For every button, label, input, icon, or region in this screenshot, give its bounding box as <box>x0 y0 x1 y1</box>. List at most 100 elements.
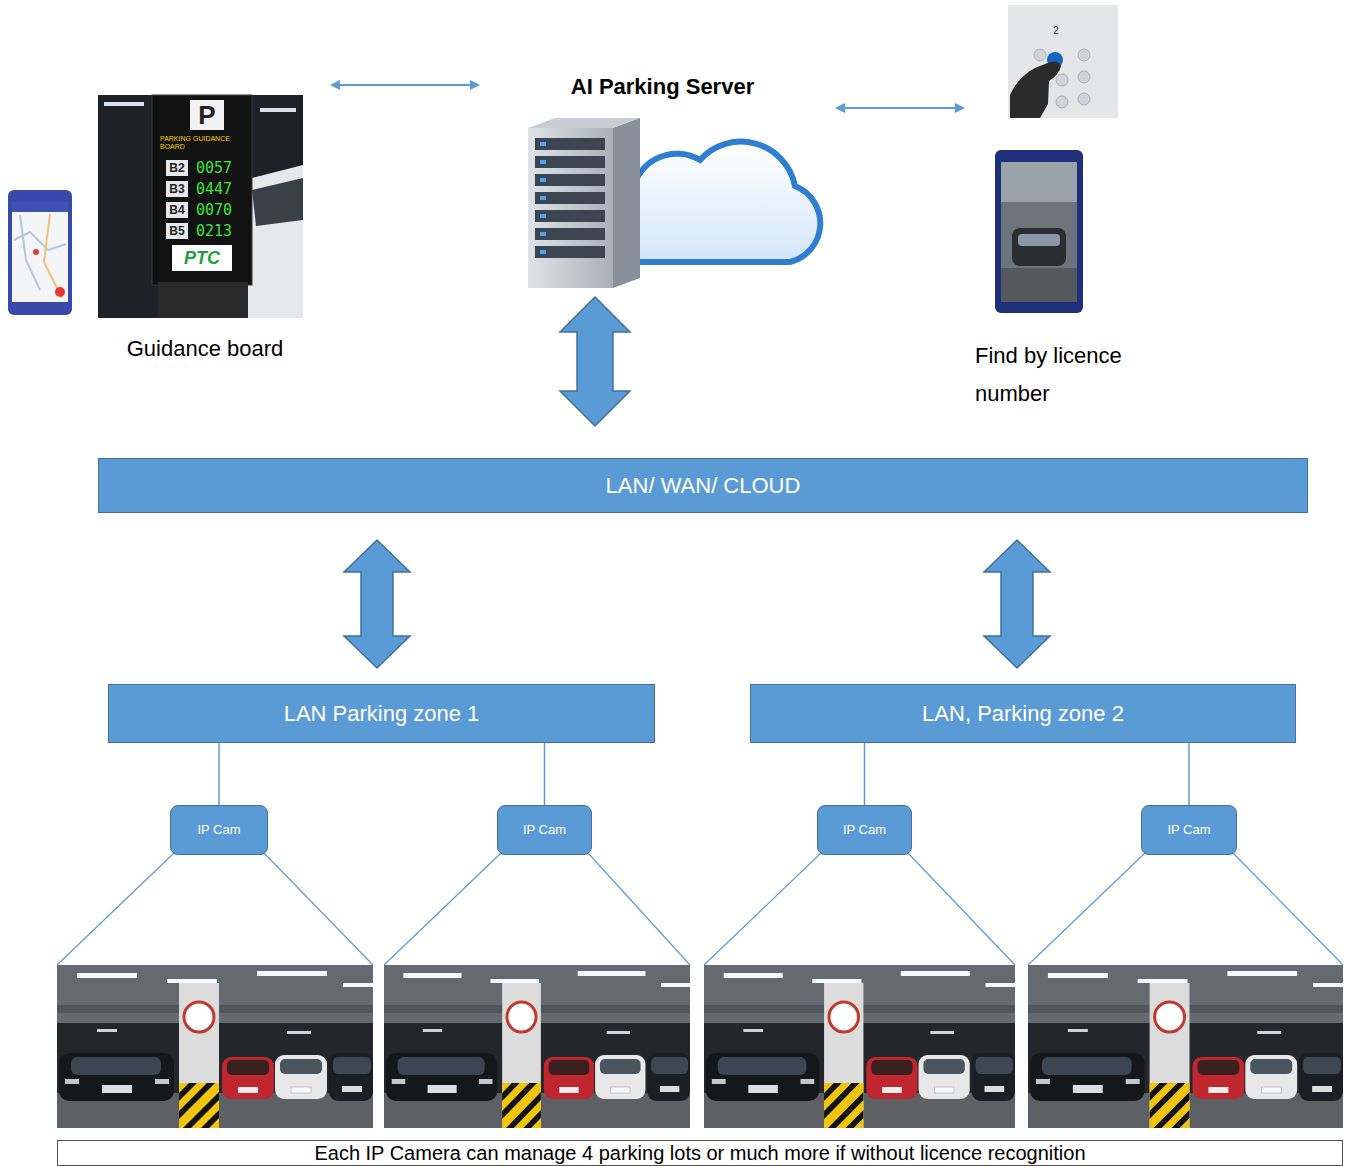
camera-view-lines <box>588 853 690 965</box>
block-arrow <box>344 540 410 668</box>
camera-box: IP Cam <box>170 805 268 855</box>
licence-search-node: Find by licence number <box>972 3 1162 418</box>
keypad-photo <box>1008 5 1118 118</box>
app-phone <box>33 249 39 255</box>
keypad-photo <box>1008 5 1118 118</box>
car-finder-phone <box>1001 268 1077 302</box>
camera-box: IP Cam <box>817 805 912 855</box>
node-label: Guidance board <box>100 336 310 362</box>
level-tag: B5 <box>166 223 188 239</box>
server-illustration <box>535 228 605 240</box>
parking-photo <box>57 965 1343 1128</box>
node-label: IP Cam <box>197 822 240 838</box>
zone-box: LAN Parking zone 1 <box>108 684 655 743</box>
level-tag: B4 <box>166 202 188 218</box>
connector-line <box>864 743 866 805</box>
app-phone <box>8 190 72 315</box>
camera-view-lines <box>57 853 1343 965</box>
server-illustration <box>540 196 546 200</box>
node-label: Each IP Camera can manage 4 parking lots… <box>314 1142 1085 1164</box>
camera-view-lines <box>1233 853 1343 965</box>
block-arrow <box>560 297 630 426</box>
car-finder-phone <box>1018 234 1060 246</box>
label-anchor: P <box>190 100 224 130</box>
server-illustration <box>535 210 605 222</box>
label-anchor: PTC <box>172 245 232 271</box>
connector <box>544 743 545 805</box>
camera-box: IP Cam <box>497 805 592 855</box>
label-anchor: B4 <box>166 202 188 218</box>
node-label: LAN, Parking zone 2 <box>922 700 1124 728</box>
parking-photo <box>1028 965 1343 1128</box>
node-label: LAN Parking zone 1 <box>284 700 480 728</box>
node-label: LAN/ WAN/ CLOUD <box>606 472 801 500</box>
guidance-board-photo <box>104 102 144 106</box>
server-illustration <box>540 160 546 164</box>
keypad-photo <box>1078 49 1090 61</box>
app-phone <box>55 287 65 297</box>
arrow-head <box>330 80 340 90</box>
keypad-photo <box>1078 71 1090 83</box>
keypad-photo <box>1034 49 1046 61</box>
guidance-board-node: Guidance board <box>5 60 305 372</box>
keypad-photo <box>1078 93 1090 105</box>
connector-line <box>1188 743 1190 805</box>
car-finder-phone <box>1001 162 1077 302</box>
connector <box>560 297 630 426</box>
server-illustration <box>540 178 546 182</box>
label-anchor: 0057 <box>196 158 242 178</box>
car-finder-phone <box>995 150 1083 313</box>
guidance-board-photo <box>98 95 303 318</box>
sign-letter: P <box>190 100 224 130</box>
server-node: AI Parking Server <box>515 68 810 295</box>
server-illustration <box>535 246 605 258</box>
camera-view-lines <box>264 853 373 965</box>
label-anchor: 2 <box>1049 25 1063 37</box>
connector <box>1189 743 1190 805</box>
guidance-board-photo <box>98 95 303 318</box>
label-anchor: 0447 <box>196 179 242 199</box>
caption-box: Each IP Camera can manage 4 parking lots… <box>57 1140 1343 1166</box>
arrow-head <box>955 103 965 113</box>
parking-photo <box>57 965 373 1128</box>
node-label: IP Cam <box>843 822 886 838</box>
server-illustration <box>540 214 546 218</box>
connector <box>864 743 865 805</box>
connector <box>330 80 480 90</box>
guidance-board-photo <box>252 178 303 226</box>
car-finder-phone <box>1012 228 1066 266</box>
free-count: 0057 <box>196 158 242 178</box>
app-phone <box>20 215 40 290</box>
arrow-head <box>470 80 480 90</box>
label-anchor: PARKING GUIDANCE BOARD <box>160 135 240 151</box>
car-finder-phone <box>995 150 1083 313</box>
server-illustration <box>535 174 605 186</box>
connector <box>835 103 965 113</box>
free-count: 0070 <box>196 200 242 220</box>
brand-logo: PTC <box>172 245 232 271</box>
camera-view-lines <box>704 853 821 965</box>
guidance-board-photo <box>260 108 296 112</box>
connector-line <box>338 84 472 86</box>
server-illustration <box>535 138 605 150</box>
server-illustration <box>528 128 613 288</box>
car-finder-phone <box>1001 162 1077 202</box>
camera-box: IP Cam <box>1141 805 1237 855</box>
zone-box: LAN, Parking zone 2 <box>750 684 1296 743</box>
connector <box>344 540 410 668</box>
label-anchor: 0070 <box>196 200 242 220</box>
level-tag: B2 <box>166 160 188 176</box>
parking-photo <box>704 965 1015 1128</box>
level-tag: B3 <box>166 181 188 197</box>
server-illustration <box>535 192 605 204</box>
node-label: Find by licence number <box>975 337 1160 413</box>
node-label: IP Cam <box>1167 822 1210 838</box>
guidance-board-photo <box>158 282 248 318</box>
label-anchor: 0213 <box>196 221 242 241</box>
connector-line <box>544 743 546 805</box>
camera-view-lines <box>908 853 1015 965</box>
camera-view-lines <box>57 853 174 965</box>
label-anchor: B2 <box>166 160 188 176</box>
